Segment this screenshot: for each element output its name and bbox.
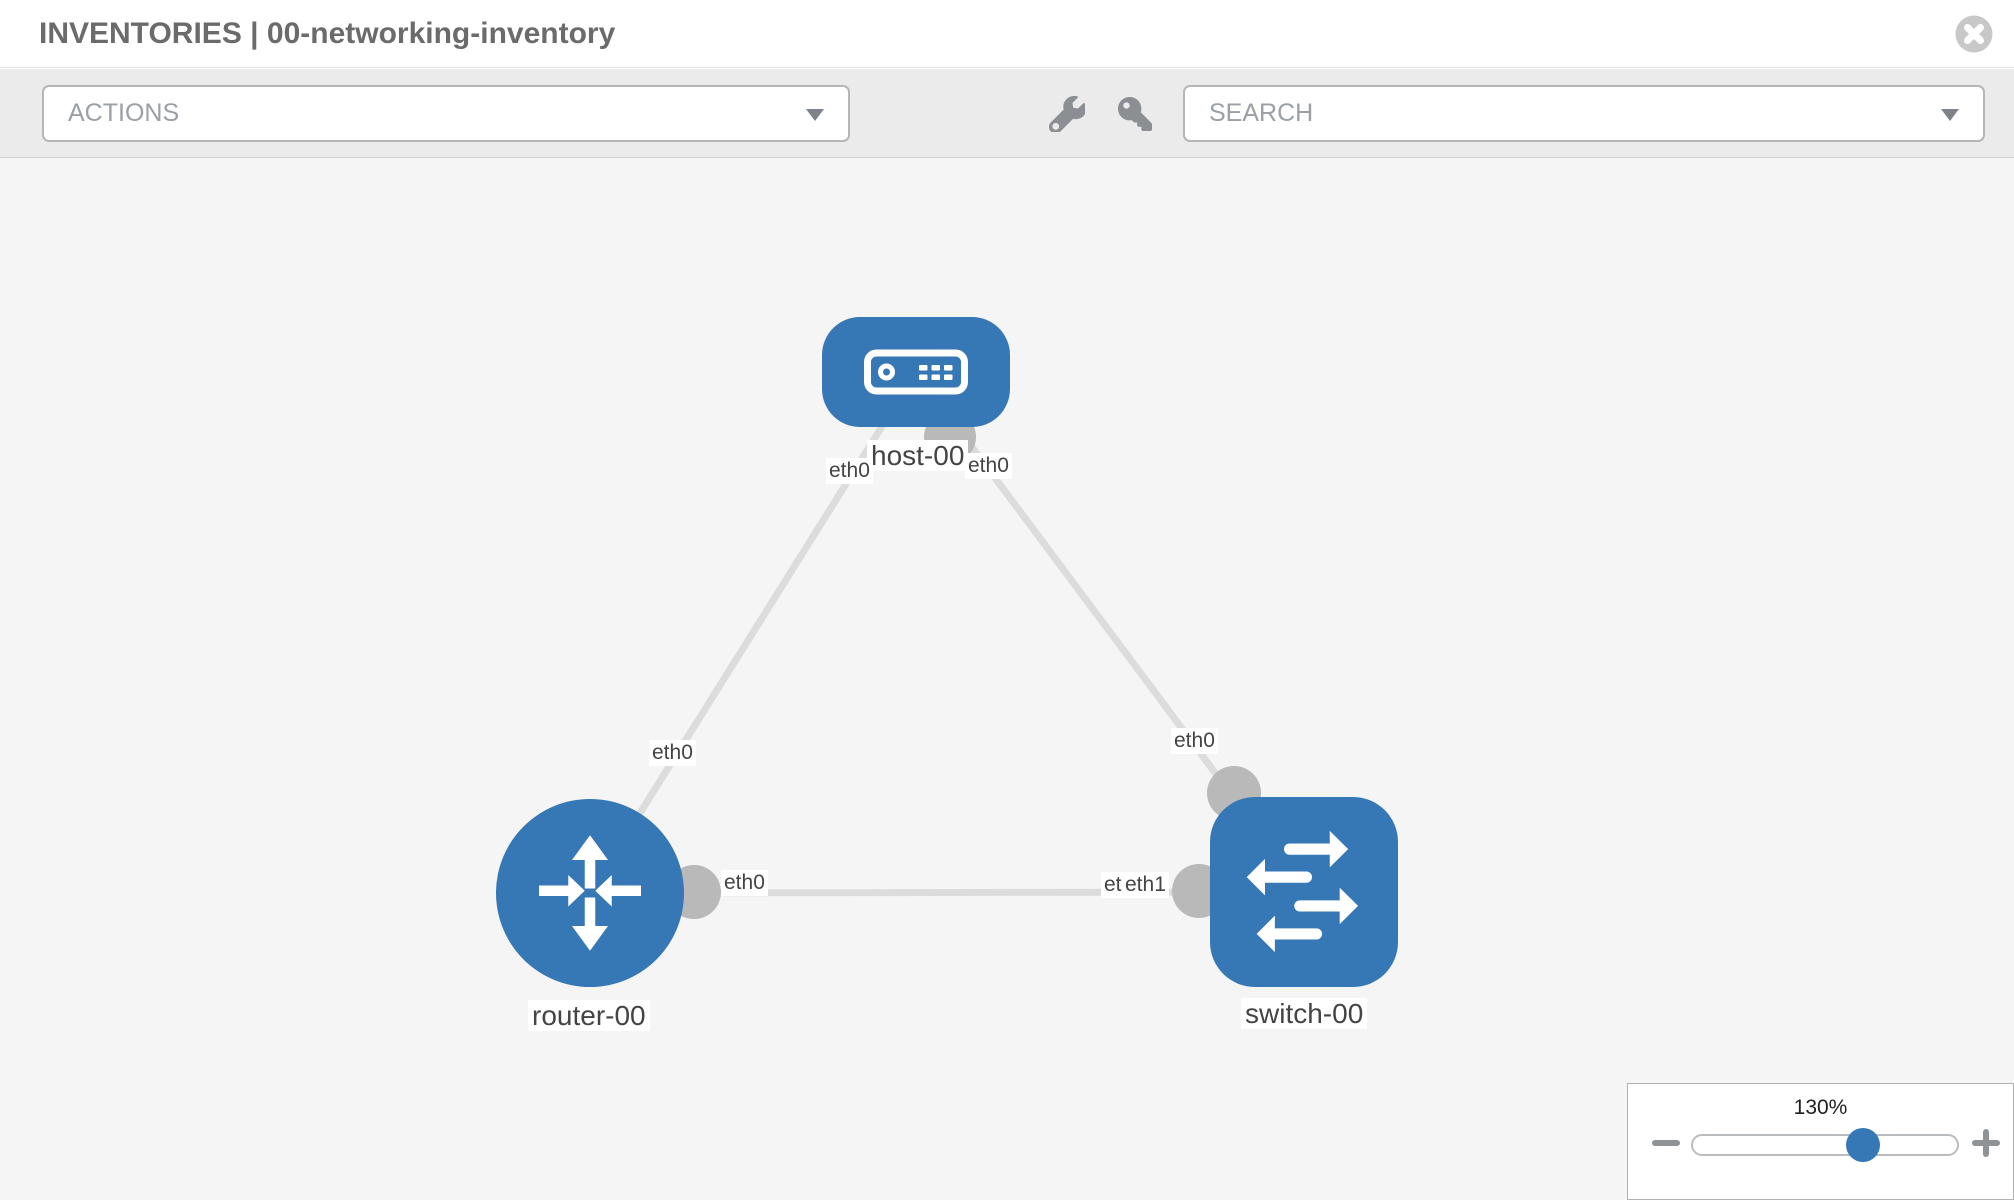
interface-label: eth0 [826,458,873,484]
close-button[interactable] [1955,15,1993,53]
zoom-panel: 130% [1627,1083,2014,1200]
interface-label: eth1 [1122,872,1169,898]
links-layer [587,369,1307,919]
plus-icon [1983,1129,1989,1157]
topology-canvas[interactable]: host-00 router-00 switch-00 eth0 eth0 et… [0,158,2014,1200]
node-label-router: router-00 [528,1000,650,1031]
key-icon [1118,97,1152,131]
close-icon [1955,15,1993,53]
router-arrows-icon [539,835,641,951]
node-label-switch: switch-00 [1241,998,1368,1029]
interface-label: eth0 [965,453,1012,479]
interface-label: eth0 [1171,728,1218,754]
search-dropdown[interactable]: SEARCH [1183,85,1985,142]
zoom-out-button[interactable] [1652,1140,1680,1146]
node-label-host: host-00 [867,440,969,471]
credentials-button[interactable] [1113,92,1157,136]
toolbar: ACTIONS SEARCH [0,69,2014,158]
header-bar: INVENTORIES | 00-networking-inventory [0,0,2014,68]
manage-groups-button[interactable] [1045,92,1089,136]
search-dropdown-label: SEARCH [1209,99,1314,127]
wrench-icon [1049,96,1085,132]
actions-dropdown[interactable]: ACTIONS [42,85,850,142]
node-router-00[interactable] [496,799,684,987]
interface-label: eth0 [649,740,696,766]
chevron-down-icon [806,108,824,121]
zoom-percentage: 130% [1793,1096,1848,1119]
host-server-icon [864,349,968,395]
node-switch-00[interactable] [1210,797,1398,987]
interface-label: eth0 [721,870,768,896]
chevron-down-icon [1941,108,1959,121]
switch-arrows-icon [1246,830,1359,953]
zoom-slider-track[interactable] [1691,1134,1959,1156]
actions-dropdown-label: ACTIONS [68,99,180,127]
zoom-slider-thumb[interactable] [1846,1128,1880,1162]
page-title: INVENTORIES | 00-networking-inventory [39,16,616,50]
zoom-in-button[interactable] [1972,1129,2000,1157]
node-host-00[interactable] [822,317,1010,427]
